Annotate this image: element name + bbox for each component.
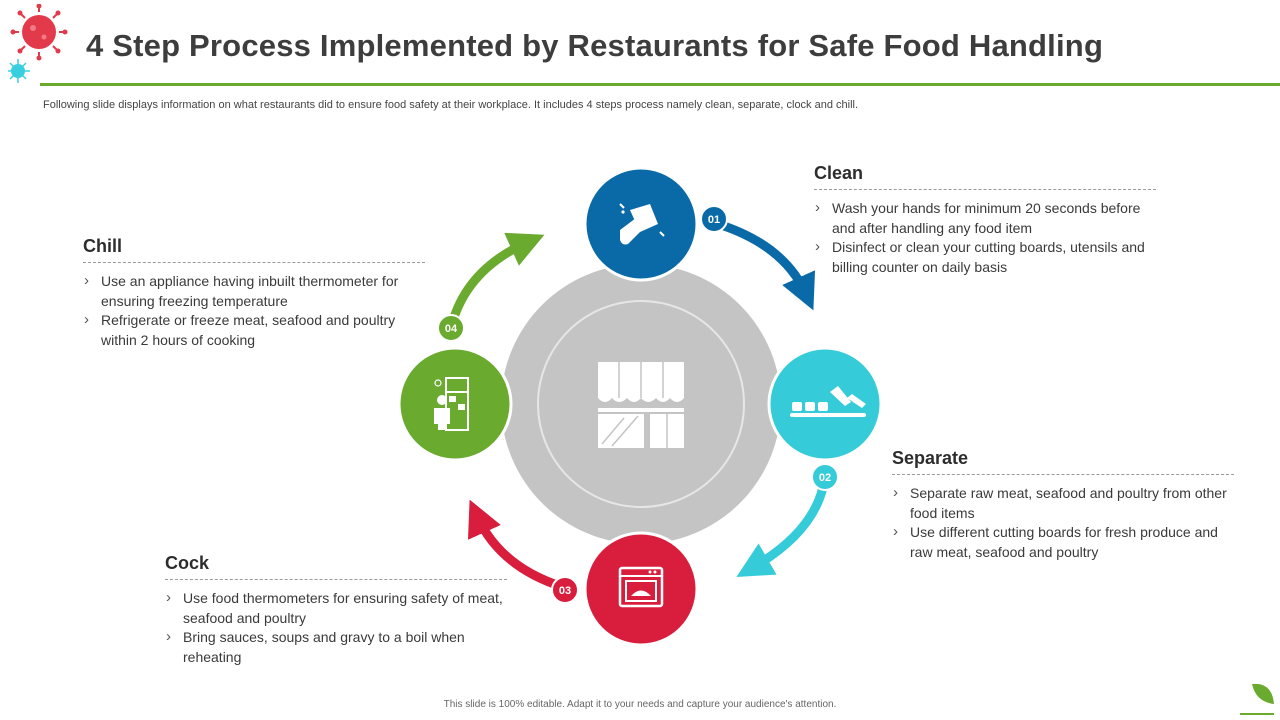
list-item: Use different cutting boards for fresh p…: [892, 522, 1234, 562]
person-refrigerator-icon: [434, 377, 469, 431]
arrow-clean-to-separate: [716, 219, 816, 311]
step-divider-cock: [165, 579, 507, 580]
restaurant-storefront-icon: [598, 362, 684, 448]
step-bullets-separate: Separate raw meat, seafood and poultry f…: [892, 483, 1234, 562]
list-item: Refrigerate or freeze meat, seafood and …: [83, 310, 425, 350]
step-number-03: 03: [559, 585, 571, 597]
step-heading-chill: Chill: [83, 236, 122, 256]
step-heading-cock: Cock: [165, 553, 210, 573]
step-heading-clean: Clean: [814, 163, 864, 183]
step-block-cock: Cock Use food thermometers for ensuring …: [165, 553, 507, 667]
list-item: Bring sauces, soups and gravy to a boil …: [165, 627, 507, 667]
step-number-02: 02: [819, 472, 831, 484]
hand-wiping-icon: [619, 203, 665, 245]
arrow-cock-to-chill: [468, 499, 565, 592]
step-badge-02: [811, 463, 839, 491]
list-item: Use an appliance having inbuilt thermome…: [83, 271, 425, 311]
step-bullets-chill: Use an appliance having inbuilt thermome…: [83, 271, 425, 350]
list-item: Disinfect or clean your cutting boards, …: [814, 237, 1156, 277]
page-title: 4 Step Process Implemented by Restaurant…: [86, 28, 1104, 63]
leaf-logo-icon: [1240, 683, 1274, 715]
center-inner-ring: [537, 300, 745, 508]
title-divider: [40, 83, 1280, 86]
step-circle-chill: [397, 346, 513, 462]
list-item: Wash your hands for minimum 20 seconds b…: [814, 198, 1156, 238]
step-block-clean: Clean Wash your hands for minimum 20 sec…: [814, 163, 1156, 277]
arrow-separate-to-cock: [736, 476, 830, 577]
step-circle-cock: [583, 531, 699, 647]
step-badge-01: [700, 205, 728, 233]
step-bullets-clean: Wash your hands for minimum 20 seconds b…: [814, 198, 1156, 277]
center-circle: [501, 264, 781, 544]
step-block-chill: Chill Use an appliance having inbuilt th…: [83, 236, 425, 350]
step-badge-03: [551, 576, 579, 604]
step-number-01: 01: [708, 214, 720, 226]
step-divider-chill: [83, 262, 425, 263]
step-badge-04: [437, 314, 465, 342]
list-item: Use food thermometers for ensuring safet…: [165, 588, 507, 628]
step-bullets-cock: Use food thermometers for ensuring safet…: [165, 588, 507, 667]
page-subtitle: Following slide displays information on …: [43, 99, 859, 111]
footer-note: This slide is 100% editable. Adapt it to…: [443, 699, 837, 710]
step-heading-separate: Separate: [892, 448, 969, 468]
virus-logo-icon: [8, 4, 68, 83]
step-divider-clean: [814, 189, 1156, 190]
step-number-04: 04: [445, 323, 458, 335]
oven-icon: [618, 566, 664, 608]
list-item: Separate raw meat, seafood and poultry f…: [892, 483, 1234, 523]
arrow-chill-to-clean: [446, 232, 545, 330]
step-divider-separate: [892, 474, 1234, 475]
cutting-board-knife-icon: [790, 386, 866, 417]
step-block-separate: Separate Separate raw meat, seafood and …: [892, 448, 1234, 562]
